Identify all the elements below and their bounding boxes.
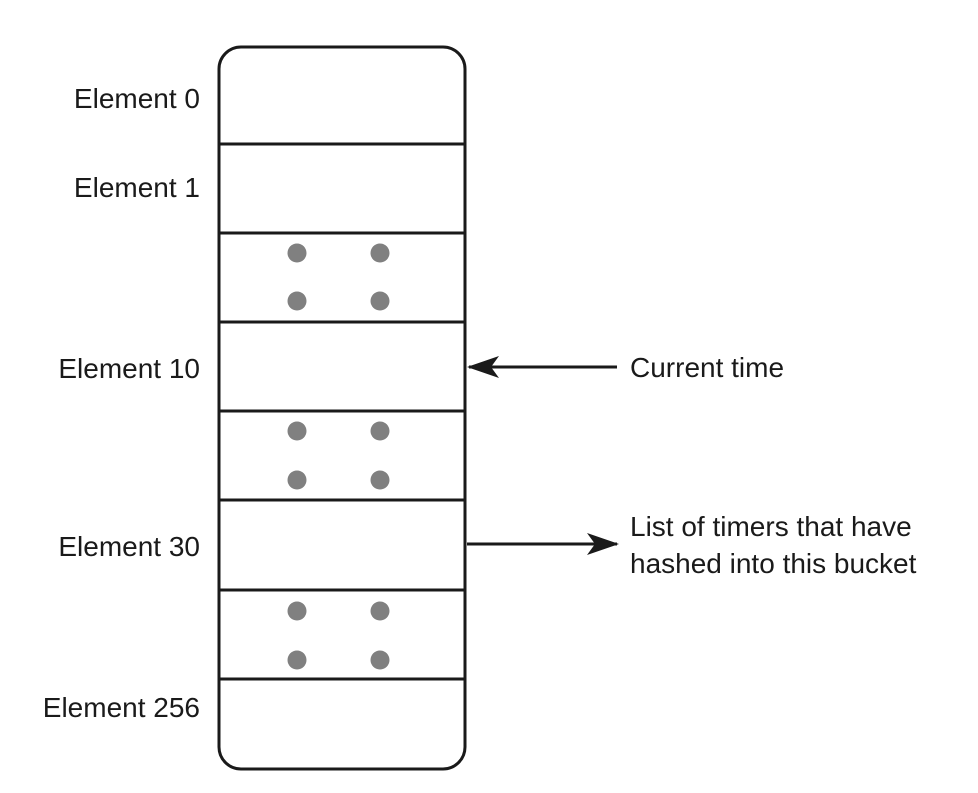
ellipsis-dots-2 [287, 421, 390, 490]
label-element-1: Element 1 [74, 172, 200, 203]
ellipsis-dot [287, 601, 307, 621]
ellipsis-dot [370, 650, 390, 670]
ellipsis-dot [287, 650, 307, 670]
ellipsis-dot [287, 291, 307, 311]
ellipsis-dot [370, 291, 390, 311]
ellipsis-dot [287, 421, 307, 441]
bucket-array-outline [217, 45, 467, 771]
timer-list-label-line-2: hashed into this bucket [630, 548, 917, 579]
ellipsis-dot [287, 243, 307, 263]
ellipsis-dot [370, 601, 390, 621]
ellipsis-dot [370, 243, 390, 263]
label-element-0: Element 0 [74, 83, 200, 114]
ellipsis-dot [370, 421, 390, 441]
label-element-30: Element 30 [58, 531, 200, 562]
ellipsis-dot [370, 470, 390, 490]
ellipsis-dot [287, 470, 307, 490]
ellipsis-dots-1 [287, 243, 390, 311]
ellipsis-dots-3 [287, 601, 390, 670]
label-element-10: Element 10 [58, 353, 200, 384]
label-element-256: Element 256 [43, 692, 200, 723]
row-dividers [219, 142, 465, 681]
timer-list-label-line-1: List of timers that have [630, 511, 912, 542]
current-time-label: Current time [630, 352, 784, 383]
